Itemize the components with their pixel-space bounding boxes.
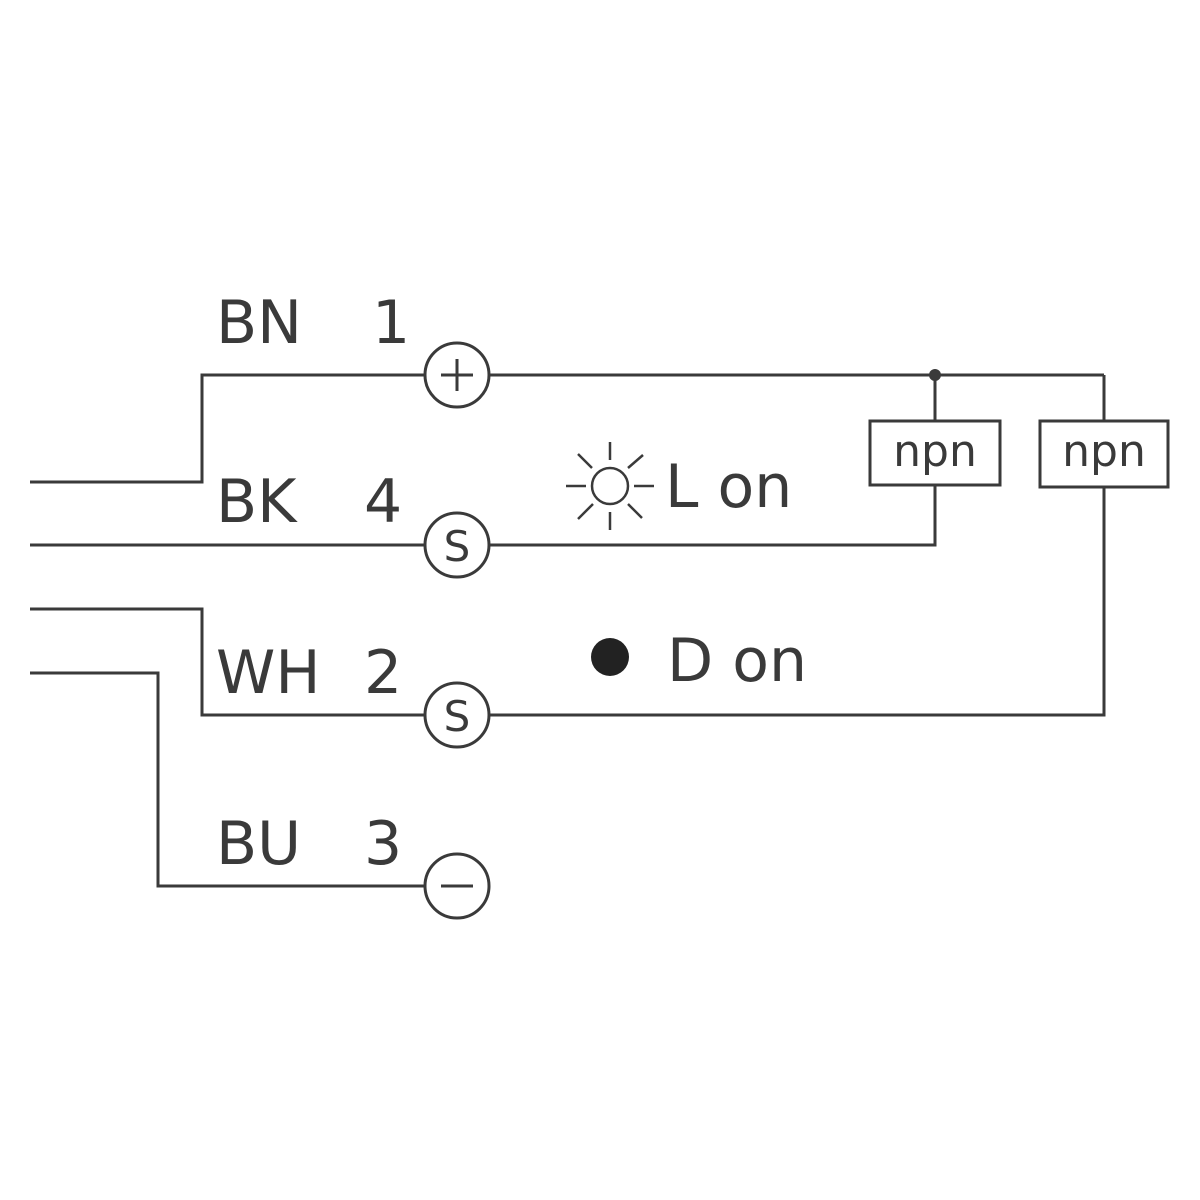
terminal-plus [423, 341, 491, 409]
wire-wh [30, 607, 425, 717]
output-l-line [489, 485, 937, 547]
dark-on-label: D on [667, 626, 807, 696]
npn-label-1: npn [893, 426, 977, 477]
terminal-minus [423, 852, 491, 920]
wire-color-bk: BK [216, 467, 298, 537]
svg-text:S: S [444, 692, 471, 741]
wire-bn [30, 373, 425, 484]
wire-color-wh: WH [216, 638, 320, 708]
terminal-s-1: S [423, 511, 491, 579]
svg-text:S: S [444, 522, 471, 571]
output-d-line [489, 487, 1106, 717]
light-on-label: L on [665, 452, 792, 522]
npn-label-2: npn [1062, 426, 1146, 477]
wire-bu [30, 671, 425, 888]
wire-color-bn: BN [216, 288, 302, 358]
wire-color-bu: BU [216, 809, 301, 879]
pin-1: 1 [372, 288, 410, 358]
dark-dot-icon [591, 638, 629, 676]
pin-2: 2 [364, 638, 402, 708]
pin-4: 4 [364, 467, 402, 537]
sun-icon [566, 442, 654, 530]
terminal-s-2: S [423, 681, 491, 749]
pin-3: 3 [364, 809, 402, 879]
